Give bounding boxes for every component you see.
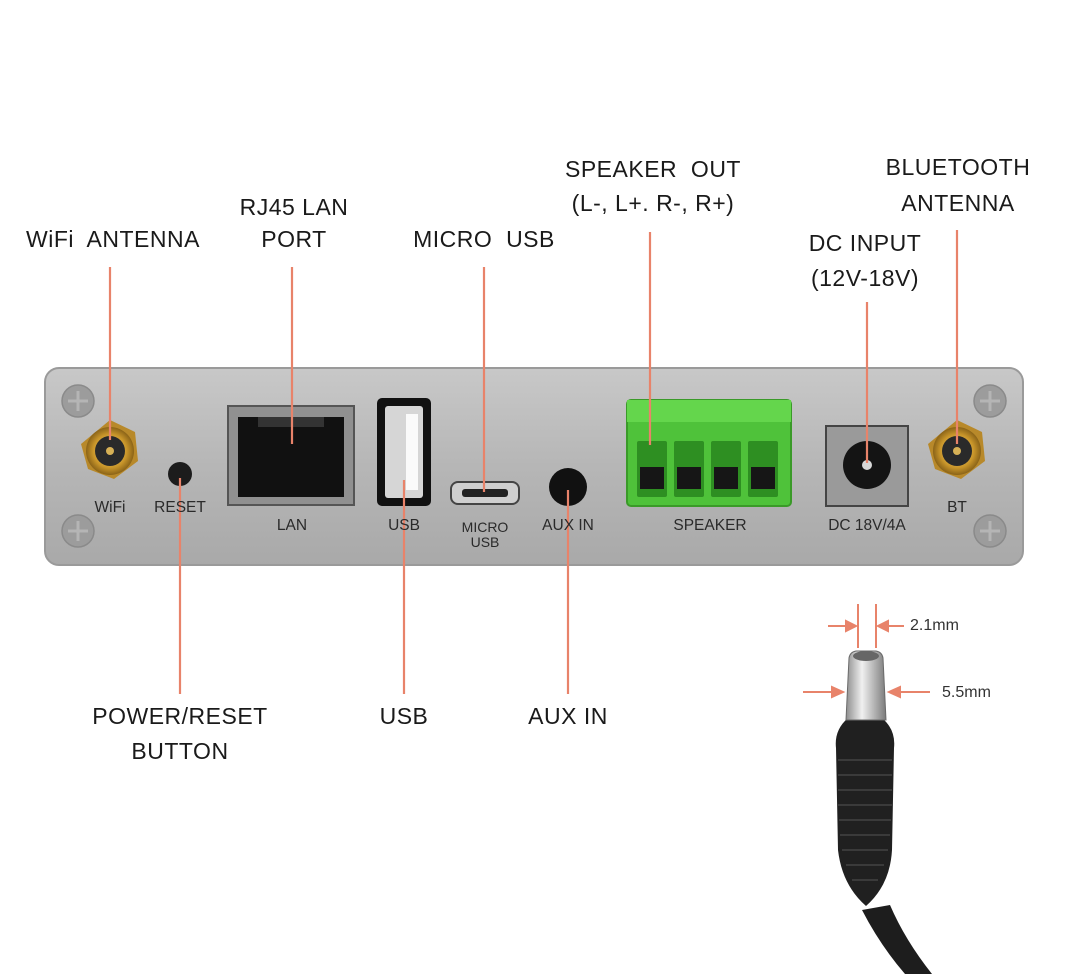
dc-plug-icon (835, 650, 932, 974)
dimension-markers (803, 604, 930, 699)
usb-port-icon (377, 398, 431, 506)
panel-label-micro-usb-line2: USB (470, 534, 500, 550)
panel-label-dc: DC 18V/4A (828, 517, 906, 534)
callout-power-reset-line1: POWER/RESET (92, 703, 268, 729)
callout-bluetooth-line1: BLUETOOTH (885, 154, 1031, 180)
panel-label-bt: BT (947, 499, 967, 516)
callout-usb: USB (379, 703, 429, 729)
panel-label-usb: USB (388, 517, 420, 534)
panel-label-micro-usb-line1: MICRO (461, 519, 509, 535)
panel-label-aux-in: AUX IN (542, 517, 594, 534)
callout-power-reset-line2: BUTTON (131, 738, 229, 764)
callout-bluetooth-line2: ANTENNA (901, 190, 1015, 216)
panel-label-wifi: WiFi (94, 499, 126, 516)
wifi-connector-icon (81, 420, 138, 479)
callout-dc-input-line1: DC INPUT (808, 230, 922, 256)
callout-aux-in: AUX IN (528, 703, 608, 729)
panel-label-lan: LAN (276, 517, 308, 534)
aux-in-jack-icon (549, 468, 587, 506)
callout-speaker-out-line1: SPEAKER OUT (565, 156, 741, 182)
callout-wifi-antenna: WiFi ANTENNA (26, 226, 200, 252)
dimension-inner-label: 2.1mm (910, 617, 959, 634)
panel-label-reset: RESET (154, 499, 206, 516)
micro-usb-port-icon (450, 481, 520, 505)
callout-rj45-lan-line1: RJ45 LAN (239, 194, 349, 220)
callout-dc-input-line2: (12V-18V) (810, 265, 920, 291)
reset-button-icon (168, 462, 192, 486)
dimension-outer-label: 5.5mm (942, 684, 991, 701)
callout-rj45-lan-line2: PORT (261, 226, 327, 252)
callout-speaker-out-line2: (L-, L+. R-, R+) (571, 190, 735, 216)
screw-icon (61, 384, 1007, 548)
leader-lines (108, 230, 959, 694)
panel-label-speaker: SPEAKER (673, 517, 747, 534)
speaker-terminal-icon (626, 399, 792, 507)
bt-connector-icon (928, 420, 985, 479)
callout-micro-usb: MICRO USB (413, 226, 555, 252)
